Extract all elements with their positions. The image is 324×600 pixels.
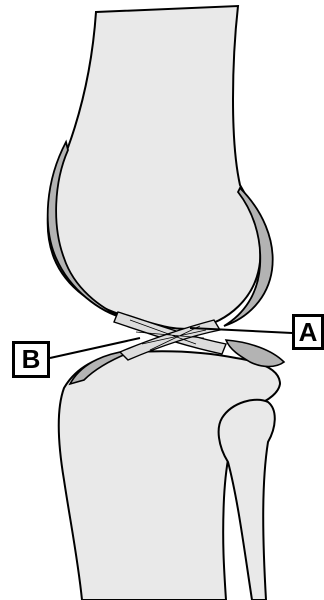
- label-b: B: [12, 341, 50, 378]
- femur: [48, 6, 261, 329]
- fibula: [219, 400, 275, 600]
- label-a: A: [292, 314, 324, 350]
